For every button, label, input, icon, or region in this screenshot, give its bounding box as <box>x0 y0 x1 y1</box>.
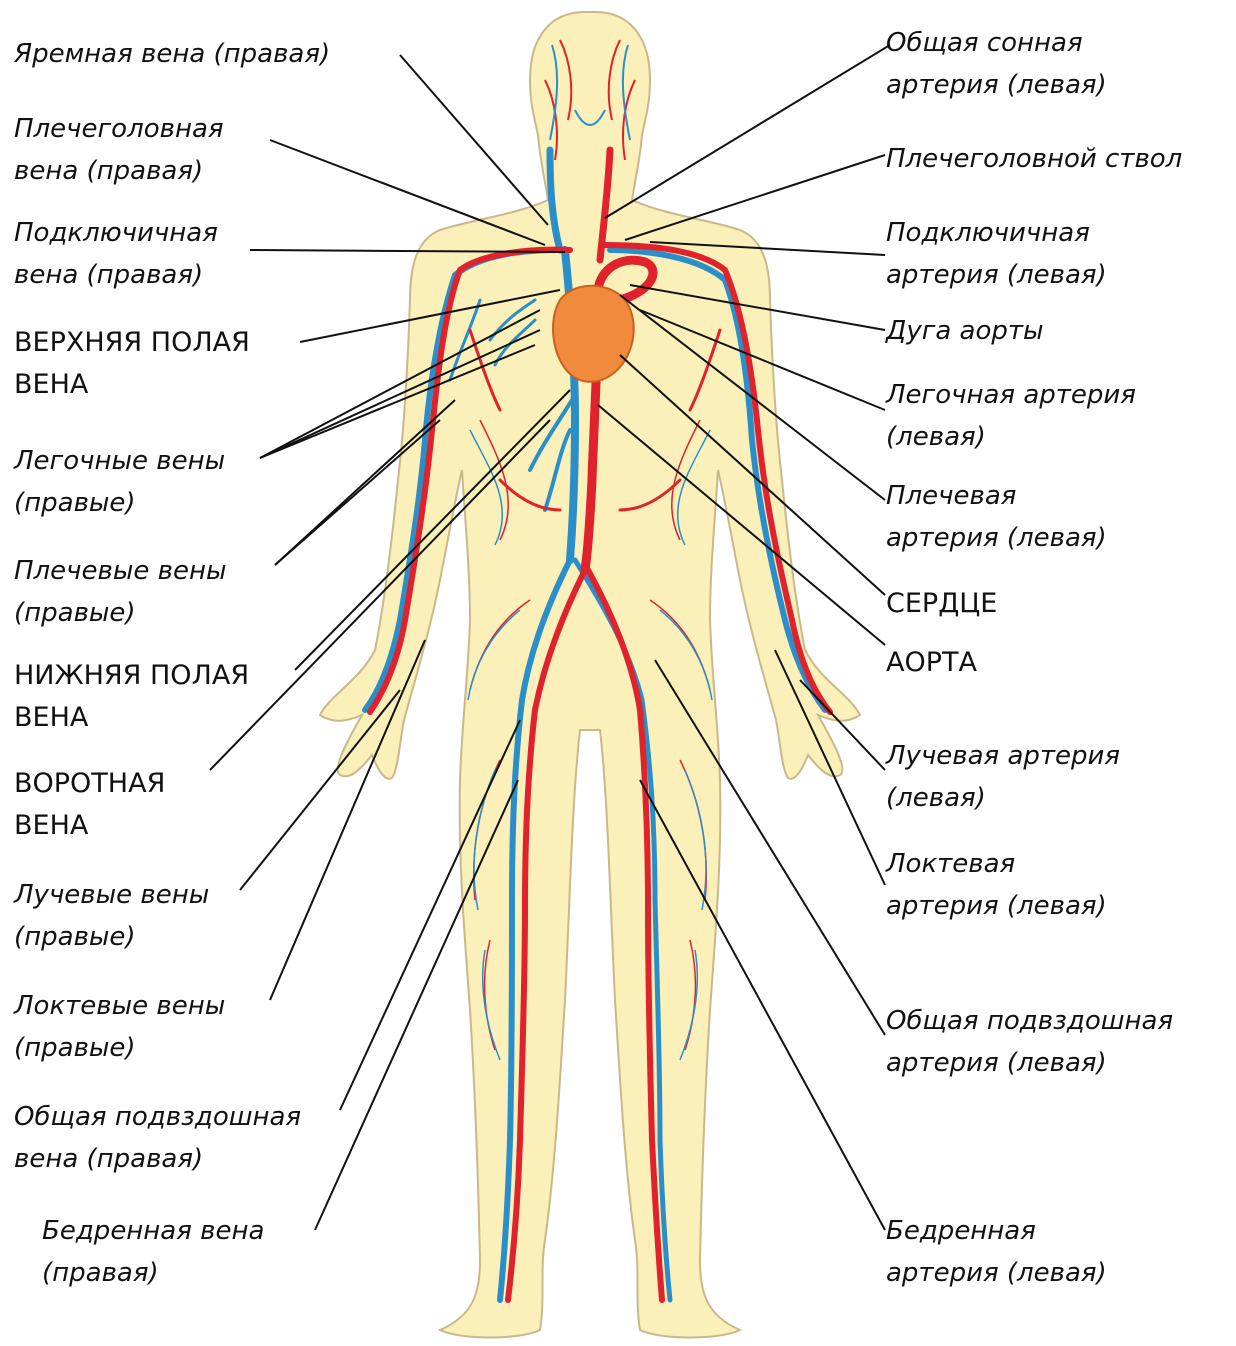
label-heart: СЕРДЦЕ <box>886 583 997 625</box>
label-brachial-veins: Плечевые вены (правые) <box>14 550 226 634</box>
label-common-iliac-artery: Общая подвздошная артерия (левая) <box>886 1000 1173 1084</box>
label-aorta: АОРТА <box>886 642 977 684</box>
label-subclavian-vein: Подключичная вена (правая) <box>14 212 218 296</box>
label-jugular-vein: Яремная вена (правая) <box>14 33 330 75</box>
label-aortic-arch: Дуга аорты <box>886 310 1044 352</box>
label-subclavian-artery: Подключичная артерия (левая) <box>886 212 1107 296</box>
label-brachial-artery: Плечевая артерия (левая) <box>886 475 1107 559</box>
label-common-carotid-artery: Общая сонная артерия (левая) <box>886 22 1107 106</box>
label-brachiocephalic-vein: Плечеголовная вена (правая) <box>14 108 224 192</box>
label-inferior-vena-cava: НИЖНЯЯ ПОЛАЯ ВЕНА <box>14 655 249 739</box>
label-brachiocephalic-trunk: Плечеголовной ствол <box>886 138 1182 180</box>
body-silhouette <box>320 12 860 1338</box>
label-pulmonary-veins: Легочные вены (правые) <box>14 440 225 524</box>
label-superior-vena-cava: ВЕРХНЯЯ ПОЛАЯ ВЕНА <box>14 322 250 406</box>
label-ulnar-veins: Локтевые вены (правые) <box>14 985 225 1069</box>
label-portal-vein: ВОРОТНАЯ ВЕНА <box>14 763 165 847</box>
label-radial-veins: Лучевые вены (правые) <box>14 874 209 958</box>
label-pulmonary-artery: Легочная артерия (левая) <box>886 374 1136 458</box>
label-femoral-vein: Бедренная вена (правая) <box>42 1210 264 1294</box>
label-femoral-artery: Бедренная артерия (левая) <box>886 1210 1107 1294</box>
label-common-iliac-vein: Общая подвздошная вена (правая) <box>14 1096 301 1180</box>
label-ulnar-artery: Локтевая артерия (левая) <box>886 843 1107 927</box>
label-radial-artery: Лучевая артерия (левая) <box>886 735 1120 819</box>
